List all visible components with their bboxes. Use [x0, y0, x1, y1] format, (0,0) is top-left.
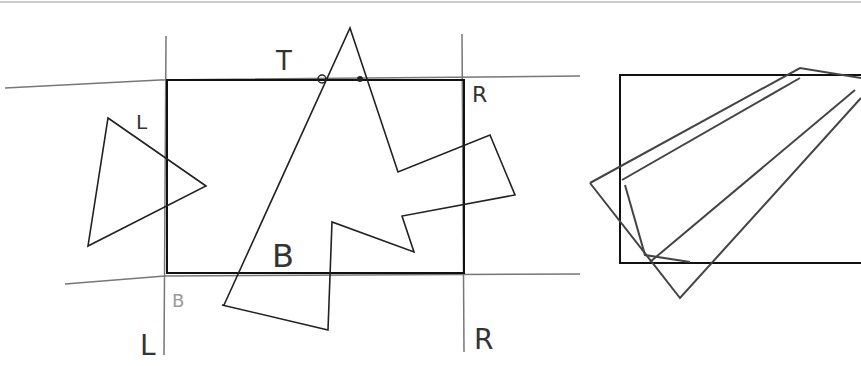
edge-letter: R: [472, 84, 487, 106]
edge-letter: R: [474, 326, 493, 354]
edge-letter: L: [136, 112, 147, 132]
intersection-dot: [357, 76, 363, 82]
edge-letter: L: [140, 332, 156, 360]
intersection-dot: [318, 75, 326, 83]
page-edge: [0, 1, 861, 3]
clip-lines: [5, 34, 580, 355]
top-line: [5, 76, 580, 88]
rotated-polygon: [590, 68, 861, 298]
edge-letter: B: [272, 240, 294, 272]
triangle: [88, 118, 206, 246]
left-line: [164, 36, 166, 355]
subject-polygon: [222, 28, 515, 330]
clip-rectangle: [167, 80, 464, 273]
edge-letter: T: [276, 48, 292, 74]
clip-rectangle: [620, 75, 861, 263]
edge-letter: B: [172, 292, 184, 310]
bottom-line: [65, 274, 580, 284]
